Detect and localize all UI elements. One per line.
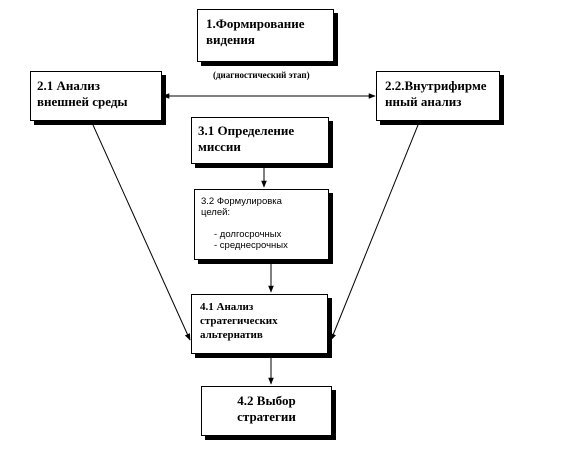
box-goals-spacer [201,218,328,229]
box-goals: 3.2 Формулировка целей: - долгосрочных -… [194,189,329,260]
box-alternatives: 4.1 Анализ стратегических альтернатив [191,294,328,354]
box-strategy-choice: 4.2 Выбор стратегии [201,386,332,436]
box-external-analysis-line: 2.1 Анализ [37,78,101,93]
box-goals-item: - среднесрочных [214,240,288,251]
box-internal-analysis-line: 2.2.Внутрифирме [385,78,487,93]
box-goals-item: - долгосрочных [214,229,282,240]
box-formation-line: 1.Формирование [206,16,305,31]
box-strategy-choice-line: стратегии [237,409,296,424]
box-goals-heading: целей: [201,207,231,218]
box-mission-line: миссии [198,139,241,154]
box-alternatives-line: 4.1 Анализ [200,301,254,313]
box-formation-line: видения [206,32,255,47]
box-alternatives-line: стратегических [200,315,278,327]
connector-internal-alternatives [330,124,419,341]
box-external-analysis-line: внешней среды [37,94,128,109]
box-mission: 3.1 Определение миссии [191,117,329,164]
box-goals-heading: 3.2 Формулировка [201,196,282,207]
box-alternatives-line: альтернатив [200,329,263,341]
connector-external-alternatives [92,124,191,341]
box-internal-analysis: 2.2.Внутрифирме нный анализ [376,71,500,121]
box-internal-analysis-line: нный анализ [385,94,462,109]
box-strategy-choice-line: 4.2 Выбор [237,393,296,408]
stage-label: (диагностический этап) [213,70,310,80]
box-mission-line: 3.1 Определение [198,123,295,138]
box-external-analysis: 2.1 Анализ внешней среды [30,71,162,121]
box-formation: 1.Формирование видения [197,9,334,62]
